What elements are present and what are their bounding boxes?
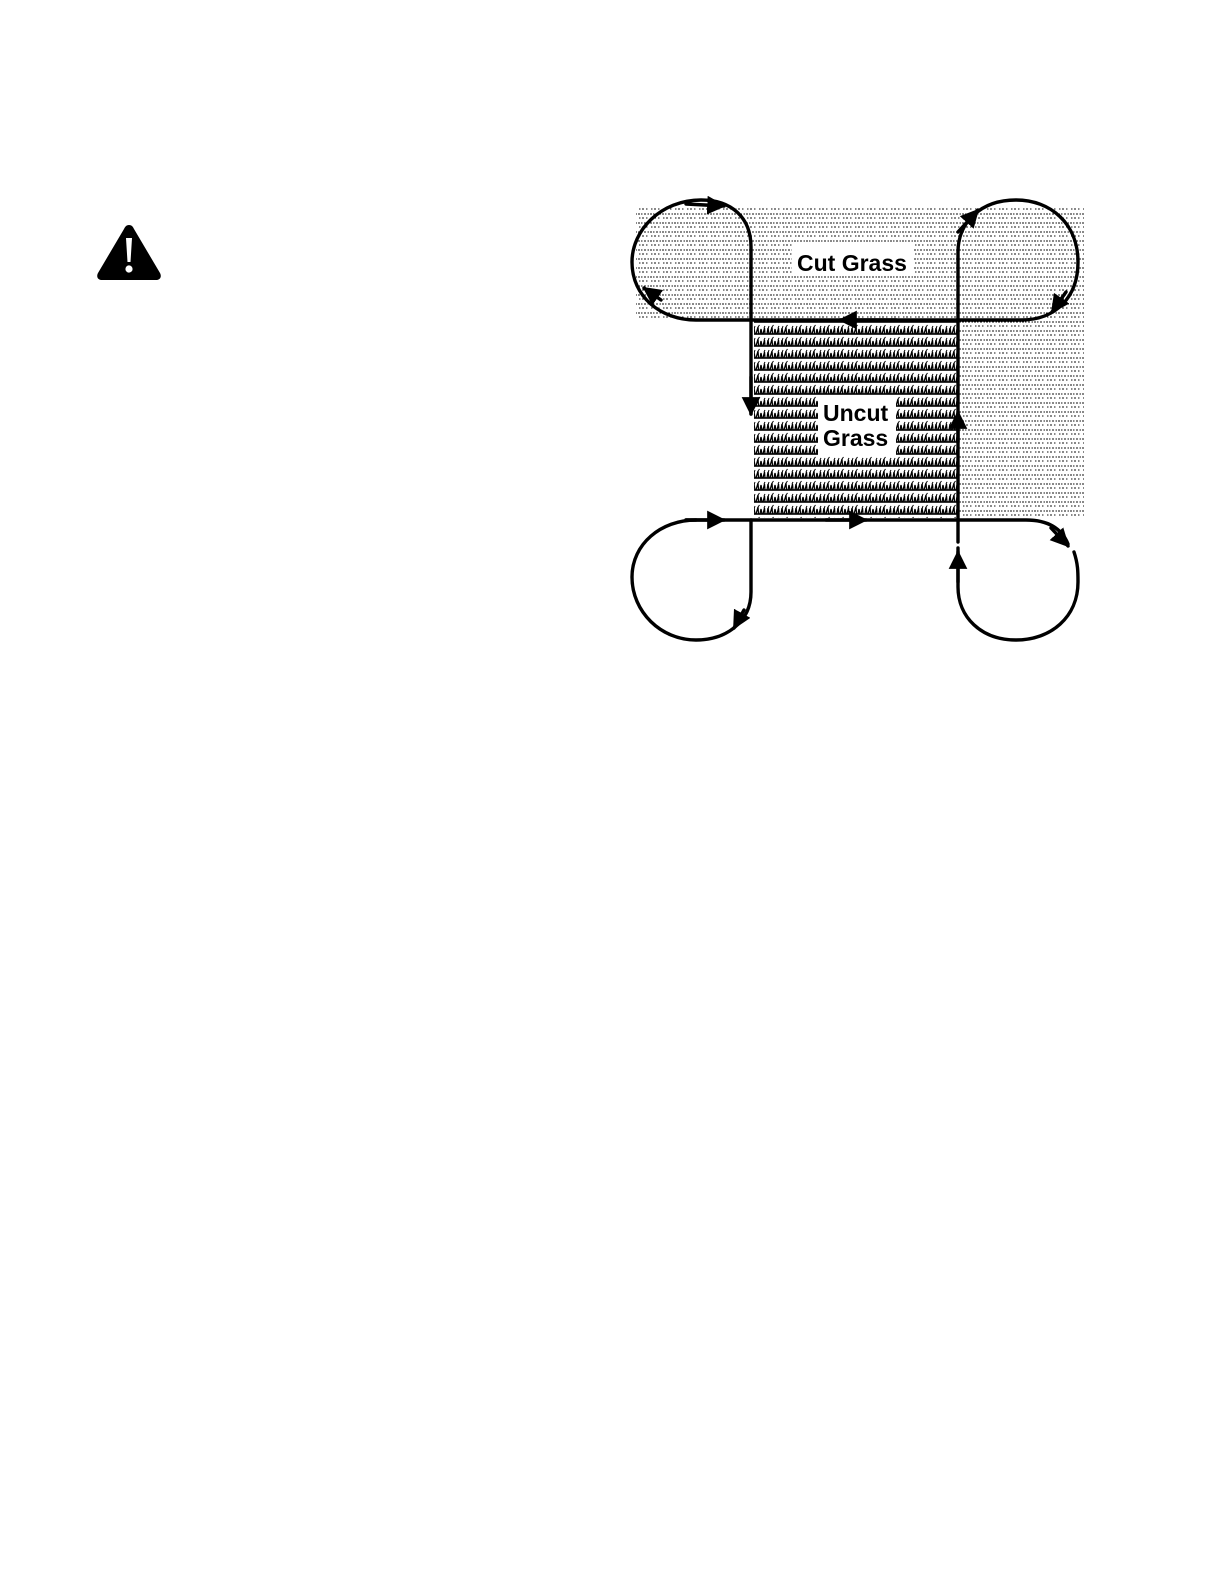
arrow-top-left-upper [686, 204, 724, 206]
cut-grass-area-right [958, 320, 1084, 518]
path-bottom-edge [686, 520, 1068, 544]
uncut-grass-label-line2: Grass [823, 425, 888, 451]
mowing-pattern-diagram: Cut Grass Uncut Grass [626, 192, 1092, 648]
path-bottom-right-loop [958, 548, 1078, 640]
uncut-grass-label-line1: Uncut [823, 400, 889, 426]
cut-grass-label: Cut Grass [797, 250, 907, 276]
path-bottom-left-loop [632, 520, 751, 640]
mowing-pattern-svg: Cut Grass Uncut Grass [626, 192, 1092, 648]
warning-triangle-icon [95, 222, 163, 282]
